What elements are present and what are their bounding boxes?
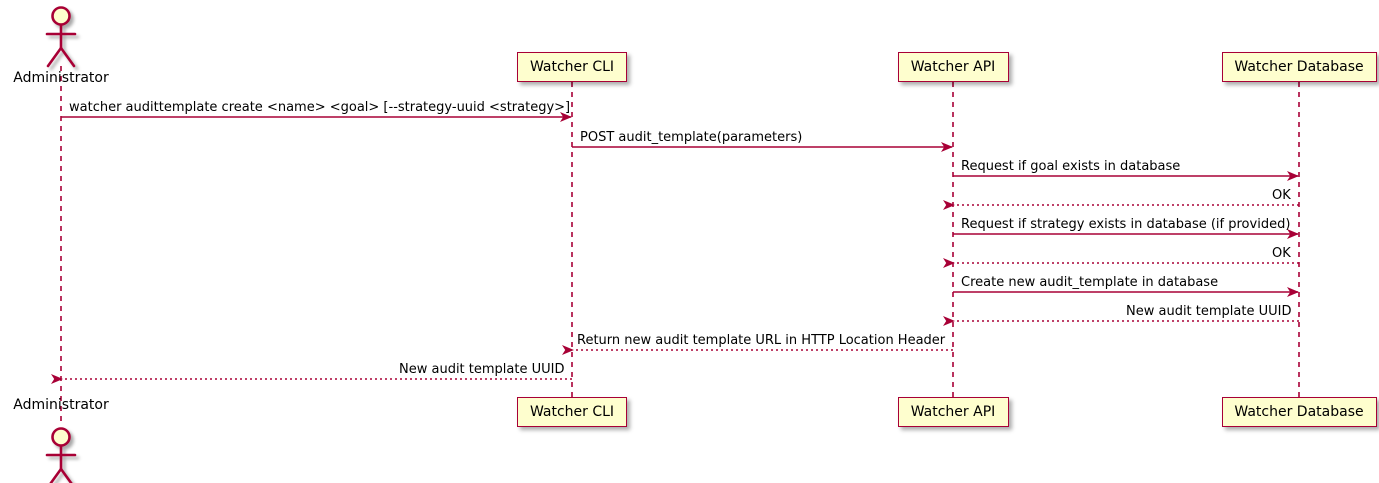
message-label-7: Create new audit_template in database — [961, 275, 1219, 290]
lifelines-group — [60, 66, 1300, 425]
message-label-6: OK — [1272, 246, 1291, 261]
participant-watcher-cli[interactable]: Watcher CLI — [517, 397, 627, 427]
participant-watcher-api[interactable]: Watcher API — [897, 397, 1009, 427]
participant-watcher-api[interactable]: Watcher API — [897, 52, 1009, 82]
message-label-9: Return new audit template URL in HTTP Lo… — [577, 333, 946, 348]
actor-stick-figure — [45, 427, 77, 483]
message-label-8: New audit template UUID — [1126, 304, 1292, 319]
message-label-5: Request if strategy exists in database (… — [961, 217, 1291, 232]
actor-stick-figure — [45, 6, 77, 68]
message-label-4: OK — [1272, 188, 1291, 203]
actor-figures-group — [45, 6, 77, 483]
message-label-10: New audit template UUID — [399, 362, 565, 377]
actor-label-administrator: Administrator — [13, 397, 109, 413]
actor-label-administrator: Administrator — [13, 70, 109, 86]
participant-watcher-database[interactable]: Watcher Database — [1221, 52, 1377, 82]
message-label-2: POST audit_template(parameters) — [580, 130, 803, 145]
participant-watcher-cli[interactable]: Watcher CLI — [517, 52, 627, 82]
message-label-1: watcher audittemplate create <name> <goa… — [69, 100, 571, 115]
message-label-3: Request if goal exists in database — [961, 159, 1181, 174]
message-arrows-group — [51, 112, 1299, 384]
participant-watcher-database[interactable]: Watcher Database — [1221, 397, 1377, 427]
